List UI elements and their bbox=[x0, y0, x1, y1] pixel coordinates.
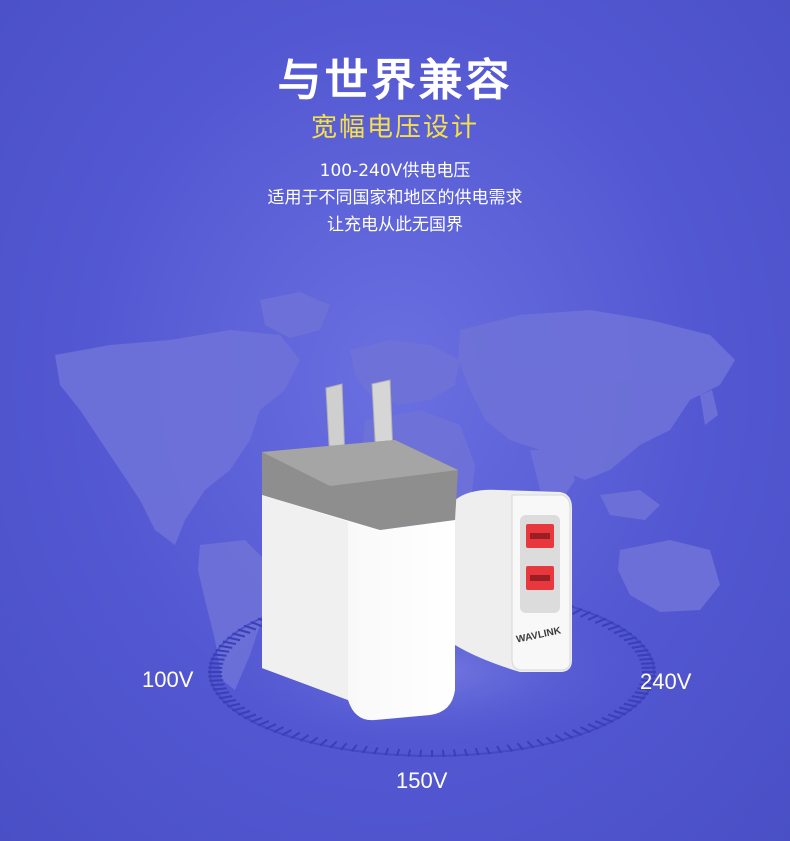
voltage-label-bottom: 150V bbox=[396, 768, 448, 793]
voltage-label-left: 100V bbox=[142, 667, 194, 692]
description-line-3: 让充电从此无国界 bbox=[327, 215, 463, 235]
description-line-2: 适用于不同国家和地区的供电需求 bbox=[267, 188, 523, 208]
voltage-label-right: 240V bbox=[640, 669, 692, 694]
page-title: 与世界兼容 bbox=[277, 55, 513, 106]
description-line-1: 100-240V供电电压 bbox=[319, 161, 471, 181]
page-subtitle: 宽幅电压设计 bbox=[310, 113, 479, 143]
